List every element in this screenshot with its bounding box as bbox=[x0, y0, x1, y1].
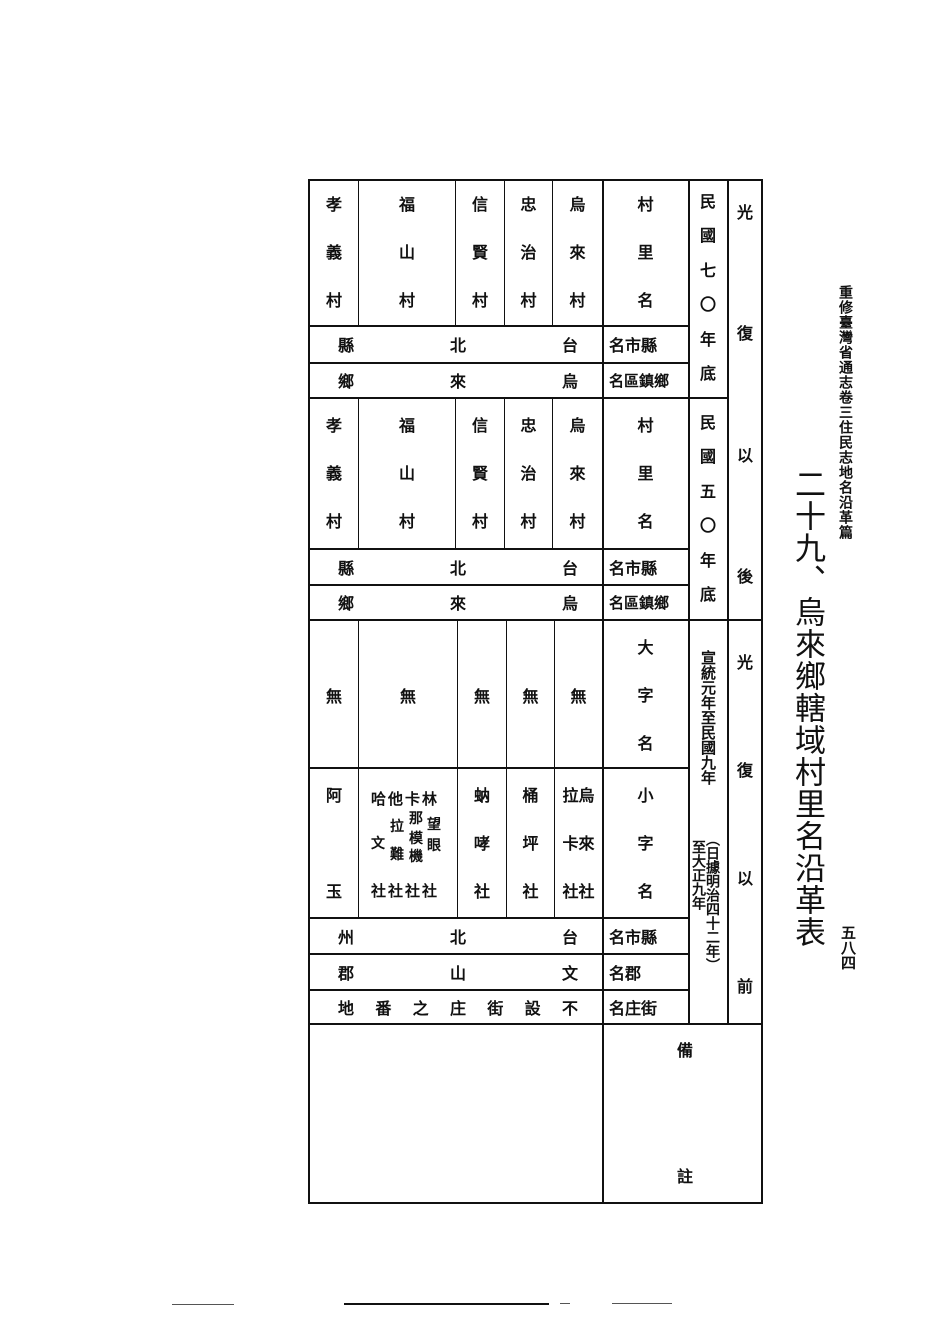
koaza-lawula-kalai: 拉烏 卡來 社社 bbox=[562, 786, 595, 901]
township-header: 名區鎮鄉 bbox=[609, 371, 670, 390]
township-value: 鄉 來 烏 bbox=[338, 594, 578, 613]
village-fushan: 福山村 bbox=[398, 195, 415, 310]
village-header: 村 里 名 bbox=[637, 195, 654, 310]
oaza-value: 無 bbox=[522, 687, 539, 706]
date-label-1961: 民 國 五 〇 年 底 bbox=[699, 413, 716, 604]
village-zhongzhi: 忠治村 bbox=[520, 195, 537, 310]
date-note-taisho: 至大正九年 bbox=[690, 840, 706, 910]
county-header: 名市縣 bbox=[609, 558, 658, 578]
date-label-1909-1920: 宣統元年至民國九年 bbox=[699, 650, 717, 785]
district-header: 名郡 bbox=[609, 963, 642, 983]
village-header: 村 里 名 bbox=[637, 416, 654, 531]
koaza-header: 小 字 名 bbox=[637, 786, 654, 901]
village-xiaoyi: 孝義村 bbox=[325, 416, 342, 531]
village-xinxian: 信賢村 bbox=[471, 195, 488, 310]
page-number: 五八四 bbox=[839, 925, 857, 970]
oaza-value: 無 bbox=[570, 687, 587, 706]
prefecture-header: 名市縣 bbox=[609, 927, 658, 947]
koaza-multi-tribes: 哈 他 卡 林 拉 那 望 文 難 模 機 眼 社 社 社 社 bbox=[371, 790, 441, 900]
village-xiaoyi: 孝義村 bbox=[325, 195, 342, 310]
prefecture-value: 州 北 台 bbox=[338, 927, 578, 947]
scan-artifact-line bbox=[172, 1304, 234, 1305]
running-header: 重修臺灣省通志卷三住民志地名沿革篇 bbox=[837, 285, 853, 540]
township-header: 名區鎮鄉 bbox=[609, 593, 670, 612]
scan-artifact-line bbox=[560, 1303, 570, 1304]
period-before-label: 光 復 以 前 bbox=[736, 653, 753, 996]
scan-artifact-line bbox=[344, 1303, 549, 1305]
village-zhongzhi: 忠治村 bbox=[520, 416, 537, 531]
remarks-content bbox=[312, 1028, 600, 1200]
oaza-value: 無 bbox=[325, 687, 342, 706]
county-value: 縣 北 台 bbox=[338, 336, 578, 355]
district-value: 郡 山 文 bbox=[338, 963, 578, 983]
table-frame bbox=[308, 179, 763, 1204]
table-title: 二十九、烏來鄉轄域村里名沿革表 bbox=[789, 468, 825, 948]
koaza-ayu: 阿 玉 bbox=[325, 786, 342, 901]
street-header: 名庄街 bbox=[609, 998, 658, 1018]
oaza-header: 大 字 名 bbox=[637, 638, 654, 753]
village-wulai: 烏來村 bbox=[569, 195, 586, 310]
county-value: 縣 北 台 bbox=[338, 558, 578, 578]
village-xinxian: 信賢村 bbox=[471, 416, 488, 531]
oaza-value: 無 bbox=[473, 687, 490, 706]
koaza-ruixiao: 蚋 哮 社 bbox=[473, 786, 490, 901]
date-label-1970: 民 國 七 〇 年 底 bbox=[699, 192, 716, 383]
date-note-japanese-era: （日據明治四十二年） bbox=[704, 832, 720, 972]
oaza-value: 無 bbox=[399, 687, 416, 706]
village-wulai: 烏來村 bbox=[569, 416, 586, 531]
township-value: 鄉 來 烏 bbox=[338, 372, 578, 391]
village-fushan: 福山村 bbox=[398, 416, 415, 531]
scan-artifact-line bbox=[612, 1303, 672, 1304]
county-header: 名市縣 bbox=[609, 336, 658, 355]
remarks-label: 備 註 bbox=[676, 1041, 693, 1186]
street-value: 地 番 之 庄 街 設 不 bbox=[338, 998, 578, 1018]
period-after-label: 光 復 以 後 bbox=[736, 203, 753, 586]
koaza-tongping: 桶 坪 社 bbox=[522, 786, 539, 901]
